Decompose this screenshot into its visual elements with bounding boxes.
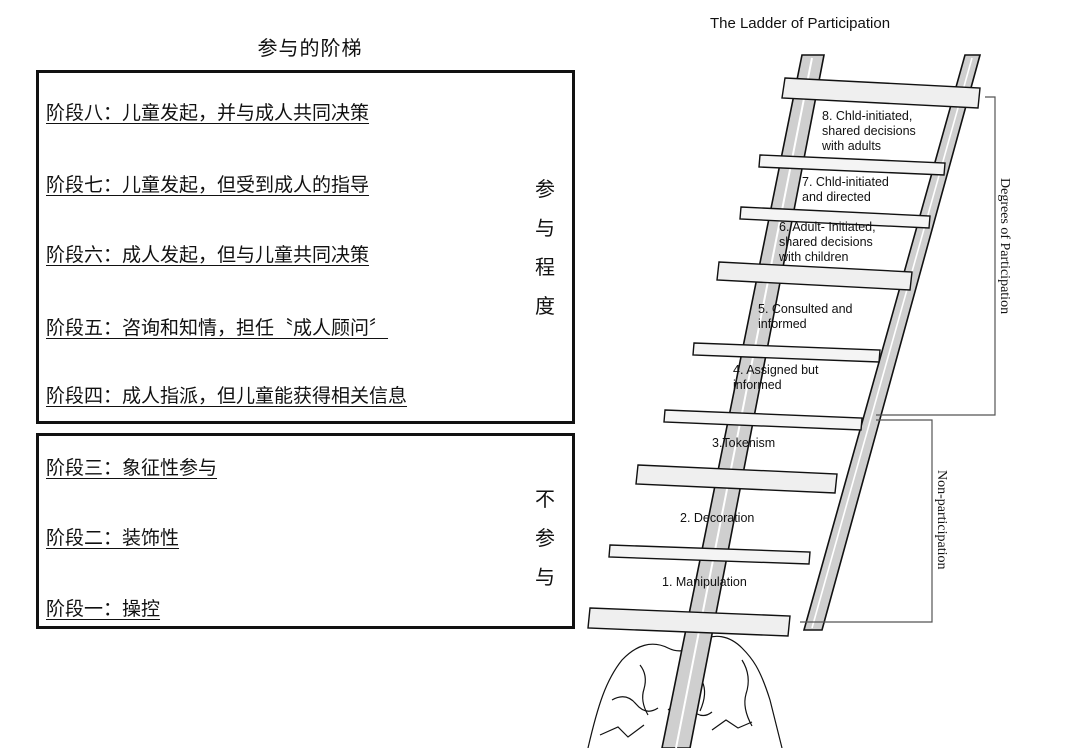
participation-label-char: 参: [535, 177, 555, 201]
rung-label-2: 2. Decoration: [680, 511, 754, 525]
rung-bottom: [587, 607, 791, 637]
rung-label-line: 1. Manipulation: [662, 575, 747, 589]
nonparticipation-box: 阶段三：象征性参与 阶段二：装饰性 阶段一：操控 不 参 与: [36, 433, 575, 629]
rung: [663, 409, 863, 431]
nonparticipation-label-char: 参: [535, 526, 555, 550]
rung-label-line: informed: [733, 378, 782, 392]
rung-top: [781, 77, 981, 109]
stage-8: 阶段八：儿童发起，并与成人共同决策: [46, 102, 370, 124]
non-participation-bracket: [800, 419, 933, 623]
rung-label-1: 1. Manipulation: [662, 575, 747, 589]
rung-label-line: 4. Assigned but: [733, 363, 819, 377]
stage-3: 阶段三：象征性参与: [46, 457, 218, 479]
rung: [716, 261, 913, 291]
rung: [739, 206, 931, 229]
rung-label-line: informed: [758, 317, 807, 331]
rung-label-line: with children: [778, 250, 849, 264]
ladder-right-rail: [802, 54, 982, 631]
rung: [758, 154, 946, 176]
participation-label-char: 与: [535, 216, 555, 240]
participation-box: 阶段八：儿童发起，并与成人共同决策 阶段七：儿童发起，但受到成人的指导 阶段六：…: [36, 70, 575, 424]
rung-label-line: 3.Tokenism: [712, 436, 775, 450]
rung: [692, 342, 881, 363]
rung-label-line: shared decisions: [779, 235, 873, 249]
rung-label-line: 2. Decoration: [680, 511, 754, 525]
stage-1: 阶段一：操控: [46, 598, 161, 620]
rung-label-line: 5. Consulted and: [758, 302, 853, 316]
stage-7: 阶段七：儿童发起，但受到成人的指导: [46, 174, 370, 196]
rung-label-line: 7. Chld-initiated: [802, 175, 889, 189]
left-title: 参与的阶梯: [257, 36, 363, 60]
non-participation-label: Non-participation: [934, 470, 949, 570]
participation-degree-label: 参 与 程 度: [532, 170, 558, 326]
rung-label-line: and directed: [802, 190, 871, 204]
nonparticipation-label-char: 不: [535, 487, 555, 511]
participation-label-char: 程: [535, 255, 555, 279]
nonparticipation-label-char: 与: [535, 565, 555, 589]
rung-label-line: 6. Adult- Initiated,: [779, 220, 876, 234]
stage-6: 阶段六：成人发起，但与儿童共同决策: [46, 244, 370, 266]
rung: [635, 464, 838, 494]
stage-5: 阶段五：咨询和知情，担任〝成人顾问〞: [46, 317, 389, 339]
nonparticipation-label: 不 参 与: [532, 480, 558, 597]
ladder-title: The Ladder of Participation: [709, 15, 891, 32]
stage-4: 阶段四：成人指派，但儿童能获得相关信息: [46, 385, 408, 407]
ladder-rungs: [587, 77, 981, 637]
rung: [608, 544, 811, 565]
stage-2: 阶段二：装饰性: [46, 527, 180, 549]
participation-label-char: 度: [535, 294, 555, 318]
degrees-bracket: [876, 96, 996, 416]
rung-label-3: 3.Tokenism: [712, 436, 775, 450]
rung-label-line: 8. Chld-initiated,: [822, 109, 912, 123]
rung-label-line: with adults: [821, 139, 881, 153]
degrees-of-participation-label: Degrees of Participation: [997, 178, 1012, 314]
rung-label-line: shared decisions: [822, 124, 916, 138]
